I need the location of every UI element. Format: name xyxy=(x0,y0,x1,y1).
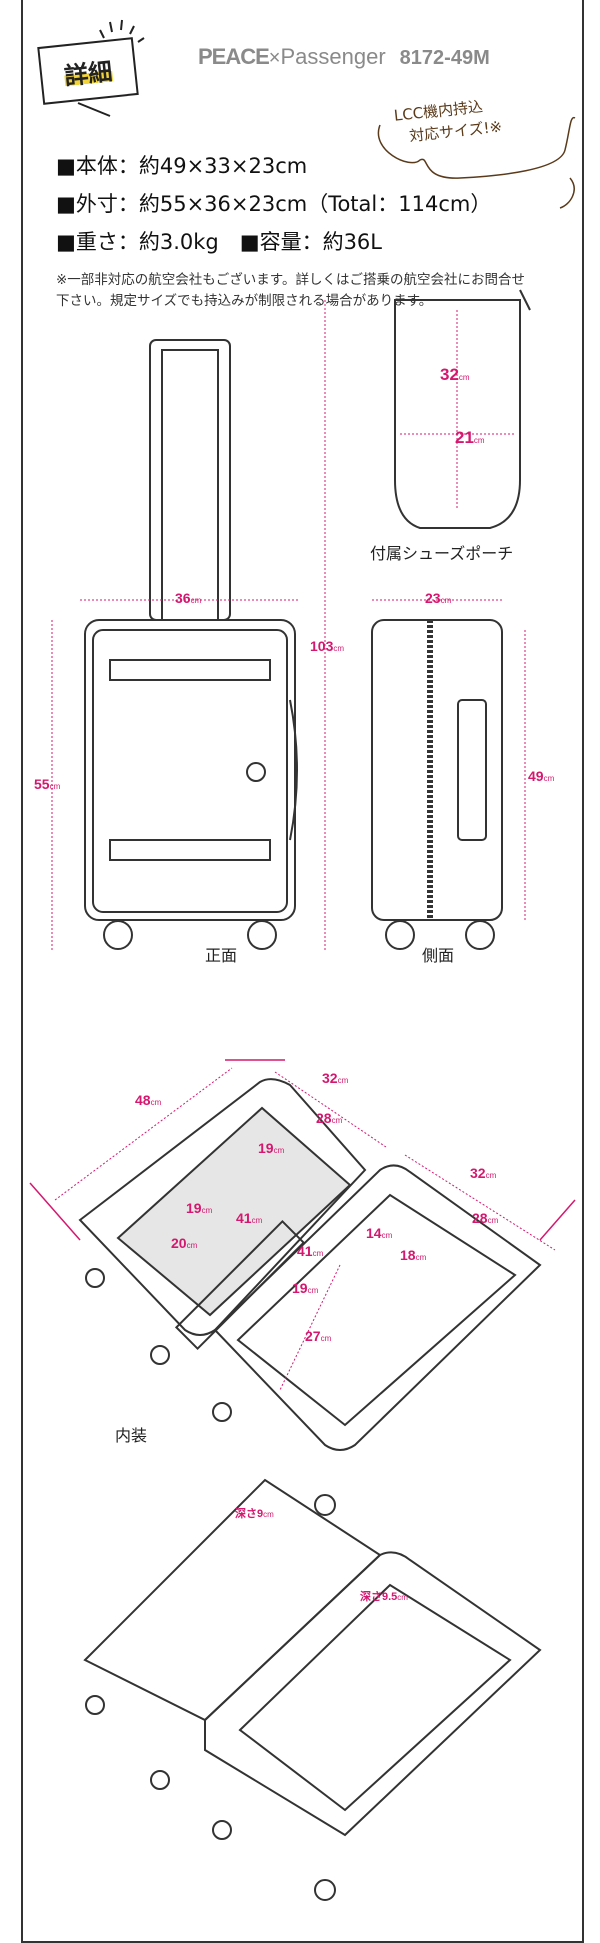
depth-label-9: 深さ9cm xyxy=(235,1508,274,1520)
pouch-caption: 付属シューズポーチ xyxy=(370,544,514,563)
interior-dim-28a: 28cm xyxy=(316,1110,343,1126)
interior-dim-19a: 19cm xyxy=(258,1140,285,1156)
interior-dim-41a: 41cm xyxy=(236,1210,263,1226)
spec-outer: ■外寸：約55×36×23cm（Total：114cm） xyxy=(56,192,492,216)
lcc-swirl xyxy=(377,116,576,209)
suitcase-views xyxy=(51,289,531,950)
brand-passenger: Passenger xyxy=(280,44,386,69)
interior-dim-18: 18cm xyxy=(400,1247,427,1263)
model-number: 8172-49M xyxy=(399,47,490,69)
front-view-drawing xyxy=(84,339,298,950)
interior-dim-48: 48cm xyxy=(135,1092,162,1108)
side-height-label: 49cm xyxy=(528,768,555,784)
front-caption: 正面 xyxy=(205,946,238,965)
interior-dim-32a: 32cm xyxy=(322,1070,349,1086)
interior-dim-28b: 28cm xyxy=(472,1210,499,1226)
brand-cross: × xyxy=(268,47,281,69)
interior-dim-14: 14cm xyxy=(366,1225,393,1241)
spec-body: ■本体：約49×33×23cm xyxy=(56,154,308,178)
front-height-label: 55cm xyxy=(34,776,61,792)
depth-label-9-5: 深さ9.5cm xyxy=(360,1591,408,1603)
interior-dim-27: 27cm xyxy=(305,1328,332,1344)
interior-dim-32b: 32cm xyxy=(470,1165,497,1181)
sparkle-icon xyxy=(77,19,145,117)
front-width-label: 36cm xyxy=(175,590,202,606)
side-view-drawing xyxy=(371,619,503,950)
side-caption: 側面 xyxy=(422,946,455,965)
pouch-height-label: 32cm xyxy=(440,365,470,384)
interior-dim-41b: 41cm xyxy=(297,1243,324,1259)
dimension-lines xyxy=(51,300,526,950)
total-height-label: 103cm xyxy=(310,638,345,654)
side-depth-label: 23cm xyxy=(425,590,452,606)
pouch-width-label: 21cm xyxy=(455,428,485,447)
brand-title: PEACE×Passenger 8172-49M xyxy=(198,44,490,70)
interior-dim-20: 20cm xyxy=(171,1235,198,1251)
interior-caption: 内装 xyxy=(115,1426,148,1445)
spec-weight-capacity: ■重さ：約3.0kg ■容量：約36L xyxy=(56,230,382,254)
airline-note: ※一部非対応の航空会社もございます。詳しくはご搭乗の航空会社にお問合せ下さい。規… xyxy=(56,272,525,309)
interior-dim-19c: 19cm xyxy=(292,1280,319,1296)
interior-dim-19b: 19cm xyxy=(186,1200,213,1216)
brand-peace: PEACE xyxy=(198,44,270,69)
shoe-pouch-drawing xyxy=(394,289,531,529)
